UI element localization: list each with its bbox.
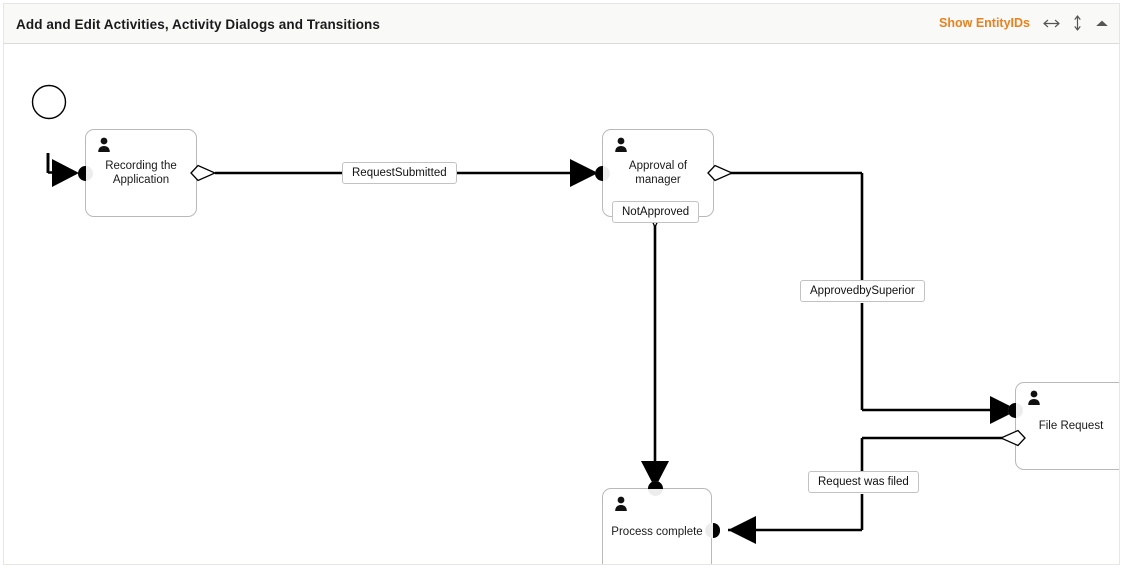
header-actions: Show EntityIDs [939,15,1109,31]
output-port-approval-right[interactable] [707,164,733,182]
connector-layer [46,153,1018,544]
activity-node-file-request[interactable]: File Request [1015,382,1119,470]
node-label: File Request [1038,420,1104,432]
transition-label-approved-by-superior[interactable]: ApprovedbySuperior [800,280,925,302]
node-label: Process complete [611,526,703,538]
transition-label-not-approved[interactable]: NotApproved [612,201,700,223]
arrowhead-into-process-right [728,516,756,544]
vertical-resize-icon[interactable] [1073,15,1082,31]
input-port-process-top[interactable] [648,481,663,496]
input-port-recording[interactable] [78,166,93,181]
diagram-canvas[interactable]: Recording the Application Approval of ma… [3,44,1120,565]
input-port-process-right[interactable] [705,523,720,538]
node-label: Approval of manager [628,160,688,186]
input-port-approval[interactable] [595,166,610,181]
activity-node-process-complete[interactable]: Process complete [602,488,712,564]
arrowheads [52,159,1018,544]
arrowhead-into-process-top [641,461,669,488]
horizontal-resize-icon[interactable] [1043,18,1060,29]
node-label: Recording the Application [105,160,177,186]
output-port-file-request[interactable] [1000,429,1026,447]
activity-node-recording[interactable]: Recording the Application [85,129,197,217]
start-event-node[interactable] [31,84,67,120]
page-title: Add and Edit Activities, Activity Dialog… [16,17,381,32]
user-icon [97,137,111,153]
user-icon [614,496,628,512]
header-bar: Add and Edit Activities, Activity Dialog… [3,3,1120,44]
arrowhead-into-recording [52,159,79,187]
transition-label-request-submitted[interactable]: RequestSubmitted [342,162,457,184]
arrowhead-into-filerequest [990,396,1018,424]
transition-label-request-was-filed[interactable]: Request was filed [808,471,919,493]
output-port-recording[interactable] [190,164,216,182]
collapse-chevron-icon[interactable] [1095,19,1109,28]
show-entity-ids-button[interactable]: Show EntityIDs [939,16,1030,30]
user-icon [614,137,628,153]
arrowhead-into-approval [570,159,598,187]
user-icon [1027,390,1041,406]
input-port-file-request[interactable] [1008,403,1023,418]
